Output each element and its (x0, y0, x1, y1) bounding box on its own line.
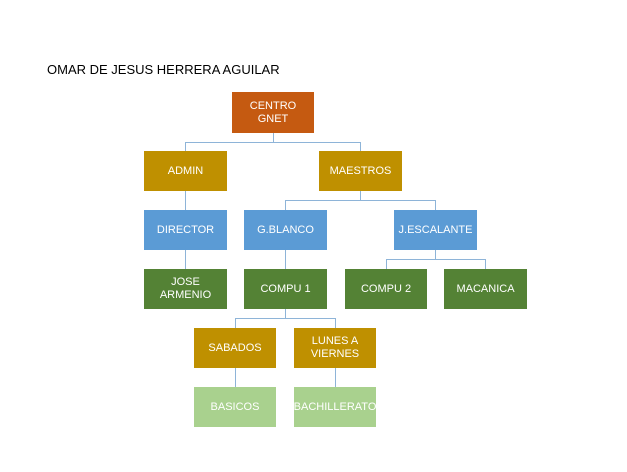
org-node-admin: ADMIN (144, 151, 227, 191)
connector-maestros-to-teachers (285, 191, 436, 210)
org-node-director: DIRECTOR (144, 210, 227, 250)
org-node-jose-armenio: JOSE ARMENIO (144, 269, 227, 309)
org-node-jescalante: J.ESCALANTE (394, 210, 477, 250)
org-node-label: ADMIN (167, 164, 204, 177)
connector-root-to-level2 (185, 133, 361, 151)
org-node-label: MACANICA (456, 282, 515, 295)
org-node-macanica: MACANICA (444, 269, 527, 309)
org-node-label: COMPU 2 (360, 282, 412, 295)
org-node-lunes-a-viernes: LUNES A VIERNES (294, 328, 376, 368)
org-node-bachillerato: BACHILLERATO (294, 387, 376, 427)
org-node-label: J.ESCALANTE (398, 223, 473, 236)
connector-compu1-to-schedules (235, 309, 336, 328)
org-node-label: G.BLANCO (257, 223, 314, 236)
org-node-compu2: COMPU 2 (345, 269, 427, 309)
org-node-maestros: MAESTROS (319, 151, 402, 191)
org-node-compu1: COMPU 1 (244, 269, 327, 309)
org-node-label: CENTRO GNET (249, 99, 297, 125)
org-node-label: BASICOS (210, 400, 260, 413)
org-node-label: DIRECTOR (156, 223, 215, 236)
org-node-sabados: SABADOS (194, 328, 276, 368)
document-title: OMAR DE JESUS HERRERA AGUILAR (47, 62, 280, 77)
org-node-gblanco: G.BLANCO (244, 210, 327, 250)
org-node-label: BACHILLERATO (293, 400, 377, 413)
org-node-label: COMPU 1 (260, 282, 311, 295)
org-node-centro-gnet: CENTRO GNET (232, 92, 314, 133)
org-node-basicos: BASICOS (194, 387, 276, 427)
org-node-label: SABADOS (208, 341, 262, 354)
org-node-label: JOSE ARMENIO (159, 276, 212, 301)
org-node-label: LUNES A VIERNES (310, 335, 360, 360)
org-node-label: MAESTROS (329, 164, 392, 177)
connector-jescalante-to-rooms (386, 250, 486, 269)
